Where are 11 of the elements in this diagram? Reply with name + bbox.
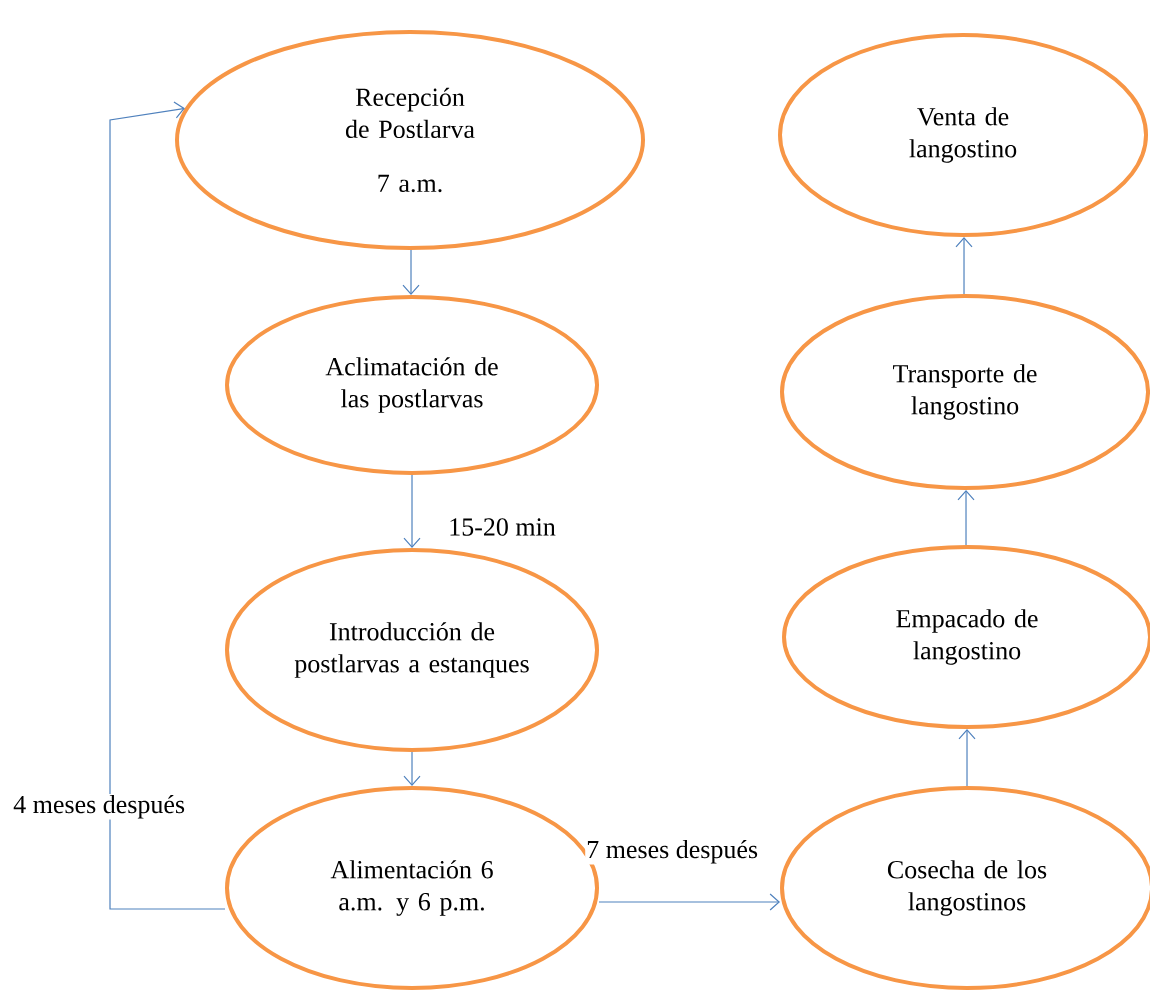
edge-label: 7 meses después: [585, 838, 760, 865]
arrow: [957, 490, 975, 546]
arrow: [109, 101, 226, 910]
arrow: [403, 474, 421, 548]
arrow: [402, 249, 420, 295]
edge-label: 4 meses después: [12, 793, 187, 820]
arrow: [958, 729, 976, 787]
arrow: [403, 751, 421, 786]
arrow: [598, 893, 780, 911]
edge-label: 15-20 min: [447, 517, 557, 537]
arrow: [955, 237, 973, 295]
